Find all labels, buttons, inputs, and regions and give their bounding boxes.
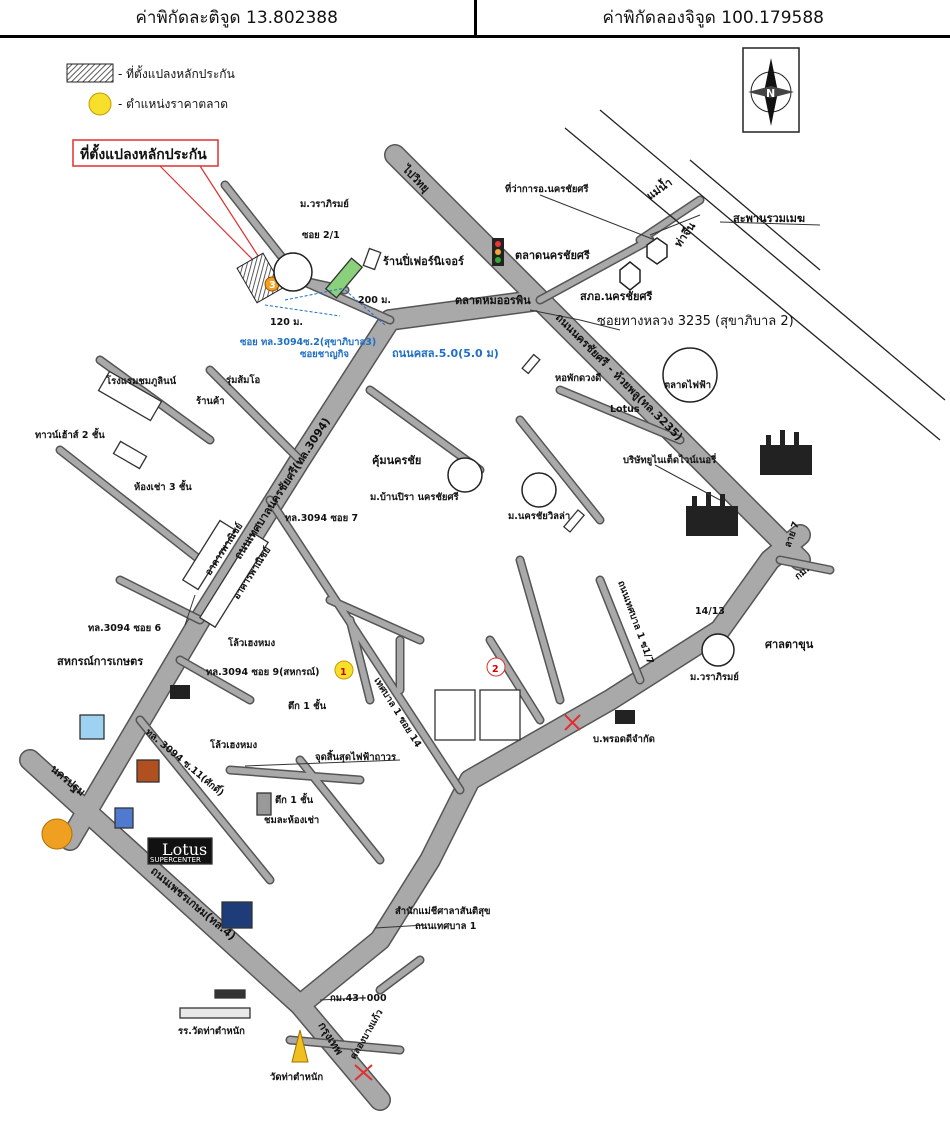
traffic-light-icon [492, 238, 504, 266]
river-lines [564, 109, 946, 441]
label-talad-hom: ตลาดหมออรพิน [455, 294, 531, 307]
temple-icon [291, 1029, 309, 1063]
label-building-1b: ตึก 1 ชั้น [275, 792, 314, 806]
longitude-text: ค่าพิกัดลองจิจูด 100.179588 [602, 8, 825, 28]
building-boxes [79, 247, 586, 1019]
legend-plot-swatch [66, 63, 114, 83]
label-coop: สหกรณ์การเกษตร [57, 655, 143, 668]
label-thesaban-1: ถนนเทศบาล 1 [415, 921, 476, 932]
latitude-cell: ค่าพิกัดละติจูด 13.802388 [0, 0, 477, 35]
label-factory-co: บริษัทยูไนเต็ดไวน์เนอรี่ [623, 452, 717, 467]
label-temple: วัดท่าตำหนัก [270, 1072, 323, 1083]
label-soi-6: ทล.3094 ซอย 6 [88, 623, 161, 634]
label-dist-200: 200 ม. [358, 295, 391, 306]
map-labels: ไปวิทยุ ม.วราภิรมย์ ซอย 2/1 ร้านปิ่เฟอร์… [35, 161, 814, 1083]
landmark-marker [41, 818, 73, 850]
callout-text: ที่ตั้งแปลงหลักประกัน [80, 143, 207, 163]
distance-lines [264, 287, 386, 326]
svg-text:3: 3 [269, 280, 276, 291]
label-khlong: คลองบางแก้ว [347, 1007, 385, 1061]
label-lao-heng-2: โล้วเฮงหมง [209, 739, 257, 751]
label-office-samnak: สำนักแม่ชีศาลาสันติสุข [395, 905, 491, 917]
label-lotus-small: Lotus [610, 404, 640, 415]
village-circles [273, 237, 735, 667]
legend-plot-text: - ที่ตั้งแปลงหลักประกัน [118, 65, 235, 81]
label-dorm: หอพักดวงดี [555, 372, 601, 384]
label-townhouse: ทาวน์เฮ้าส์ 2 ชั้น [35, 427, 105, 441]
svg-text:2: 2 [492, 664, 499, 675]
label-varaphirom-top: ม.วราภิรมย์ [300, 198, 349, 210]
factory-icons [170, 430, 812, 724]
label-district-office: ที่ว่าการอ.นครชัยศรี [505, 181, 589, 195]
label-flower-market: ตลาดไฟฟ้า [664, 379, 711, 391]
label-river: แม่น้ำ [643, 174, 675, 202]
label-plon: บ.พรอดดีจำกัด [593, 733, 655, 745]
road-network [19, 144, 835, 1111]
label-soi-3235: ซอยทางหลวง 3235 (สุขาภิบาล 2) [597, 314, 794, 329]
market-marker-2 [486, 657, 506, 677]
label-building-1: ตึก 1 ชั้น [288, 698, 327, 712]
label-villa: ม.นครชัยวิลล่า [508, 511, 570, 522]
label-san-ta: ศาลตาขุน [765, 638, 814, 652]
label-lao-heng-1: โล้วเฮงหมง [227, 637, 275, 649]
label-soi-7: ทล.3094 ซอย 7 [285, 513, 358, 524]
label-shop-1: ร้านค้า [196, 395, 225, 407]
location-map: - ที่ตั้งแปลงหลักประกัน - ตำแหน่งราคาตลา… [19, 47, 946, 1111]
coordinate-header: ค่าพิกัดละติจูด 13.802388 ค่าพิกัดลองจิจ… [0, 0, 950, 38]
svg-text:1: 1 [340, 667, 347, 678]
label-supercenter: SUPERCENTER [150, 856, 201, 864]
label-soi-3094: ซอย ทล.3094ซ.2(สุขาภิบาล3) [240, 337, 376, 348]
label-km: กม.43+000 [330, 993, 387, 1004]
label-soi-charoen: ซอยชาญกิจ [300, 349, 349, 360]
label-hospital-office: สภอ.นครชัยศรี [580, 290, 652, 303]
legend-market-marker [88, 92, 112, 116]
label-road-5: ถนนคสล.5.0(5.0 ม) [392, 347, 499, 360]
svg-text:N: N [766, 87, 775, 100]
label-1413: 14/13 [695, 606, 725, 617]
legend-market-text: - ตำแหน่งราคาตลาด [118, 97, 228, 111]
label-market-nakhon: ตลาดนครชัยศรี [515, 249, 590, 262]
label-rent3: ห้องเช่า 3 ชั้น [134, 479, 192, 493]
label-bridge: สะพานรวมเมฆ [733, 212, 805, 225]
label-khum: คุ้มนครชัย [372, 454, 421, 468]
label-hotel: โรงแรมชมภูลินน์ [105, 375, 177, 388]
north-arrow: N [742, 47, 800, 133]
label-ban-pira: ม.บ้านปิรา นครชัยศรี [370, 491, 460, 503]
leader-lines [184, 194, 821, 1001]
label-rum-som: รุ่มส้มโอ [226, 374, 261, 386]
market-markers: 1 2 [334, 657, 506, 680]
legend: - ที่ตั้งแปลงหลักประกัน - ตำแหน่งราคาตลา… [66, 63, 235, 116]
label-soi-2-1: ซอย 2/1 [302, 230, 340, 241]
label-soi-9: ทล.3094 ซอย 9(สหกรณ์) [206, 666, 320, 678]
cross-marks [354, 714, 581, 1081]
longitude-cell: ค่าพิกัดลองจิจูด 100.179588 [477, 0, 950, 35]
label-lotus-big: Lotus [162, 840, 207, 859]
label-varaphirom-bot: ม.วราภิรมย์ [690, 671, 739, 683]
label-dist-120: 120 ม. [270, 317, 303, 328]
latitude-text: ค่าพิกัดละติจูด 13.802388 [135, 8, 338, 28]
label-lamp: จุดสิ้นสุดไฟฟ้าถาวร [315, 749, 397, 763]
market-marker-1 [334, 660, 354, 680]
label-shop-furniture: ร้านปิ่เฟอร์นิเจอร์ [383, 253, 464, 268]
label-rent-rooms: ชมละห้องเช่า [264, 814, 319, 826]
plot-callout: ที่ตั้งแปลงหลักประกัน [72, 139, 263, 263]
label-school: รร.วัดท่าตำหนัก [178, 1026, 245, 1037]
label-tha-chin: ท่าจีน [672, 219, 699, 249]
